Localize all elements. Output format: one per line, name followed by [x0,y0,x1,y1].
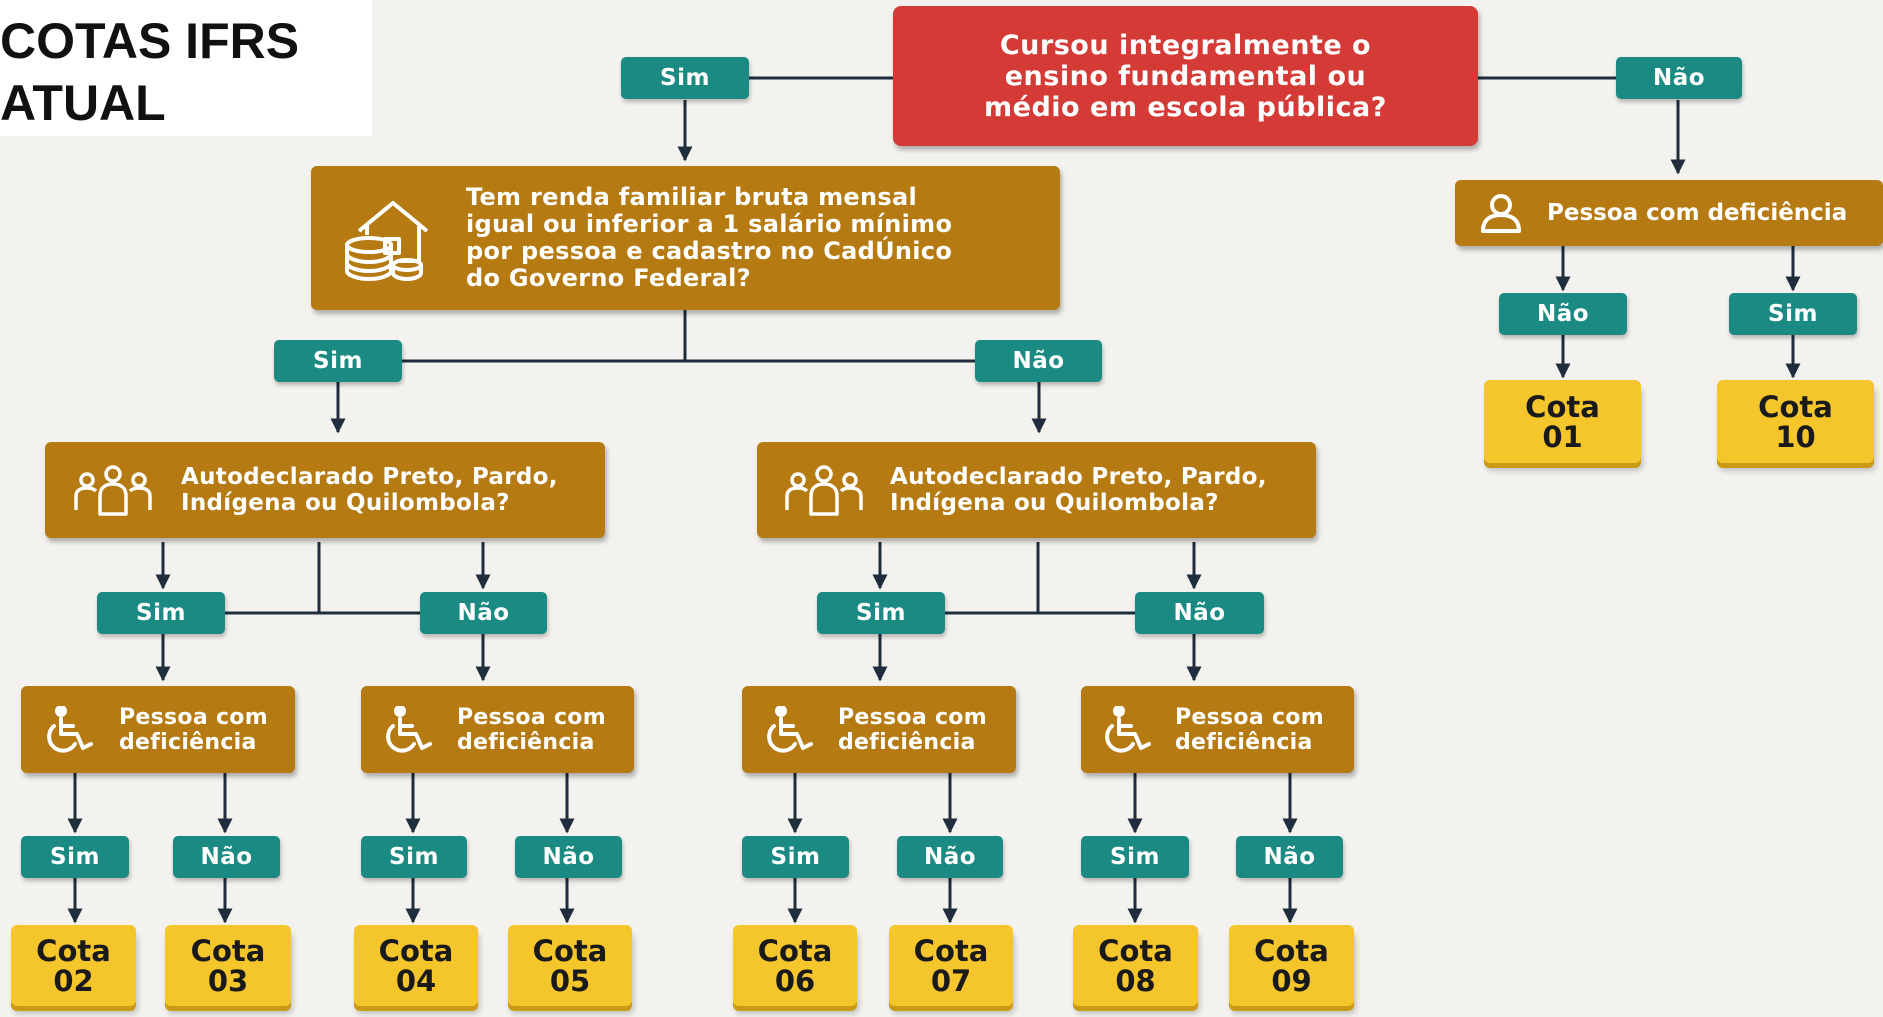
root-question-line: Cursou integralmente o [999,29,1372,61]
root-question-line: médio em escola pública? [984,91,1387,123]
race-left-yes-label: Sim [97,592,225,634]
pcd-4-no-label: Não [1236,836,1343,878]
root-question-line: ensino fundamental ou [1004,60,1367,92]
quota-number: 01 [1542,419,1583,454]
pcd-question-1: Pessoa com deficiência [21,686,295,773]
quota-number: 08 [1115,963,1156,998]
quota-09: Cota 09 [1229,925,1354,1006]
quota-number: 07 [930,963,972,998]
race-left-no-label: Não [420,592,547,634]
quota-05: Cota 05 [508,925,632,1006]
quota-07: Cota 07 [889,925,1013,1006]
race-right-no-label: Não [1135,592,1264,634]
race-question-left: Autodeclarado Preto, Pardo, Indígena ou … [45,442,605,538]
quota-03: Cota 03 [165,925,291,1006]
quota-04: Cota 04 [354,925,478,1006]
quota-02: Cota 02 [11,925,136,1006]
wheelchair-icon [21,705,119,754]
group-icon [45,464,181,516]
quota-08: Cota 08 [1073,925,1198,1006]
title-line-1: COTAS IFRS [0,13,300,69]
pcd-line: Pessoa com [119,704,268,730]
pcd-line: Pessoa com [1175,704,1324,730]
income-question: Tem renda familiar bruta mensal igual ou… [311,166,1060,310]
pcd-line: deficiência [838,729,976,755]
pcd-question-2: Pessoa com deficiência [361,686,634,773]
root-yes-label: Sim [621,57,749,99]
quota-label: Cota [532,933,608,968]
quota-10: Cota 10 [1717,380,1874,463]
pcd-2-yes-label: Sim [361,836,467,878]
title-panel: COTAS IFRS ATUAL [0,0,372,136]
wheelchair-icon [742,705,838,754]
race-question-line: Autodeclarado Preto, Pardo, [181,464,558,490]
quota-label: Cota [190,933,266,968]
house-coins-icon [311,166,466,310]
quota-01: Cota 01 [1484,380,1641,463]
quota-number: 06 [774,963,816,998]
pcd-line: Pessoa com [457,704,606,730]
title-line-2: ATUAL [0,75,166,131]
private-yes-label: Sim [1729,293,1857,335]
quota-06: Cota 06 [733,925,857,1006]
income-no-label: Não [975,340,1102,382]
quota-number: 10 [1775,419,1816,454]
root-no-label: Não [1616,57,1742,99]
private-no-label: Não [1499,293,1627,335]
pcd-question-4: Pessoa com deficiência [1081,686,1354,773]
income-question-line: Tem renda familiar bruta mensal [466,183,917,211]
income-question-line: igual ou inferior a 1 salário mínimo [466,210,953,238]
quota-number: 05 [549,963,591,998]
group-icon [757,464,890,516]
pcd-line: deficiência [1175,729,1313,755]
pcd-1-no-label: Não [173,836,280,878]
quota-number: 03 [207,963,249,998]
income-question-line: do Governo Federal? [466,264,751,292]
pcd-question-3: Pessoa com deficiência [742,686,1016,773]
pcd-line: deficiência [457,729,595,755]
quota-number: 02 [53,963,94,998]
income-question-line: por pessoa e cadastro no CadÚnico [466,237,953,265]
wheelchair-icon [1081,705,1175,754]
pcd-3-no-label: Não [897,836,1003,878]
quota-label: Cota [757,933,833,968]
quota-number: 09 [1271,963,1312,998]
private-pcd-label: Pessoa com deficiência [1547,200,1848,226]
quota-label: Cota [1254,933,1329,968]
quota-label: Cota [36,933,111,968]
quota-number: 04 [395,963,437,998]
race-question-line: Indígena ou Quilombola? [181,490,510,516]
pcd-1-yes-label: Sim [21,836,129,878]
pcd-2-no-label: Não [515,836,622,878]
quota-label: Cota [1525,389,1600,424]
wheelchair-icon [361,705,457,754]
quota-label: Cota [913,933,989,968]
race-right-yes-label: Sim [817,592,945,634]
pcd-line: deficiência [119,729,257,755]
race-question-right: Autodeclarado Preto, Pardo, Indígena ou … [757,442,1316,538]
quota-label: Cota [1098,933,1173,968]
race-question-line: Autodeclarado Preto, Pardo, [890,464,1267,490]
quota-label: Cota [1758,389,1833,424]
private-pcd-question: Pessoa com deficiência [1455,180,1883,246]
race-question-line: Indígena ou Quilombola? [890,490,1219,516]
pcd-line: Pessoa com [838,704,987,730]
pcd-3-yes-label: Sim [742,836,849,878]
person-icon [1455,193,1547,233]
income-yes-label: Sim [274,340,402,382]
root-question: Cursou integralmente o ensino fundamenta… [893,6,1478,146]
quota-label: Cota [378,933,454,968]
pcd-4-yes-label: Sim [1081,836,1189,878]
